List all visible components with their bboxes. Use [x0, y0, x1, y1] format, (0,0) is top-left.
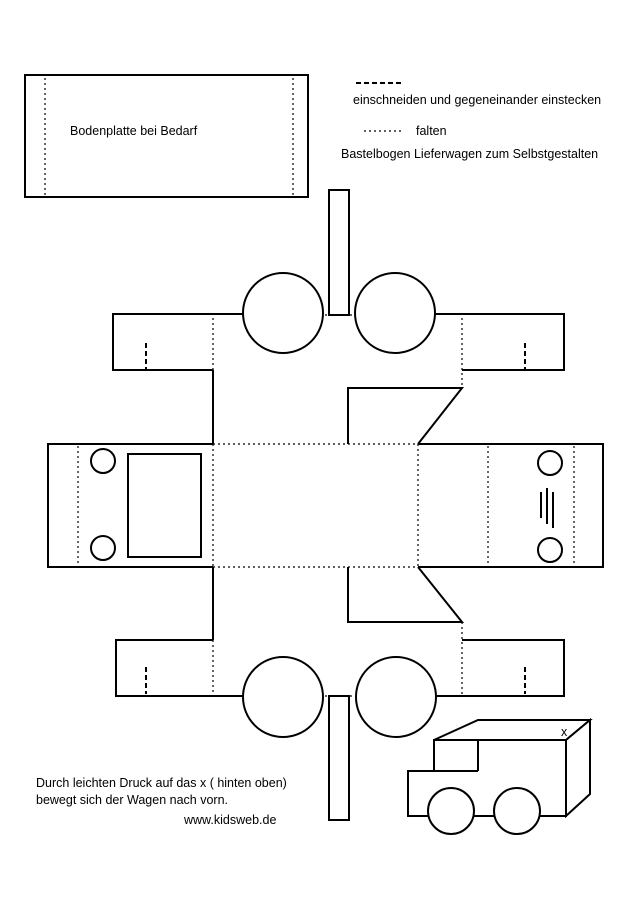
bottom-axle-strip	[328, 695, 350, 821]
press-mark: x	[561, 725, 568, 739]
top-axle-strip	[328, 189, 350, 316]
template-title: Bastelbogen Lieferwagen zum Selbstgestal…	[341, 147, 598, 161]
bottom-right-flap-outline	[435, 639, 565, 697]
fold-legend-text: falten	[416, 124, 447, 138]
legend: einschneiden und gegeneinander einstecke…	[341, 82, 601, 161]
top-left-flap-outline	[112, 313, 243, 371]
base-plate-outline	[24, 74, 309, 198]
wheel-bottom-right	[355, 656, 437, 738]
windshield	[127, 453, 202, 558]
cut-legend-text: einschneiden und gegeneinander einstecke…	[353, 93, 601, 107]
taillight-top	[537, 450, 563, 476]
van-side	[565, 717, 591, 819]
bottom-wheel-assembly	[242, 656, 437, 821]
taillight-bottom	[537, 537, 563, 563]
van-rear-wheel	[493, 787, 541, 835]
lower-roof-flap	[347, 566, 465, 623]
wheel-top-left	[242, 272, 324, 354]
top-side-flaps	[112, 313, 565, 444]
instruction-line-2: bewegt sich der Wagen nach vorn.	[36, 793, 228, 807]
wheel-top-right	[354, 272, 436, 354]
top-wheel-assembly	[242, 189, 436, 354]
headlight-top	[90, 448, 116, 474]
base-plate-label: Bodenplatte bei Bedarf	[70, 124, 198, 138]
top-right-flap-outline	[435, 313, 565, 371]
assembled-van-preview: x	[407, 717, 593, 835]
body-strip	[47, 443, 604, 568]
website-link[interactable]: www.kidsweb.de	[183, 813, 276, 827]
upper-roof-flap	[347, 387, 465, 445]
headlight-bottom	[90, 535, 116, 561]
body-left-outline	[47, 443, 213, 568]
instruction-line-1: Durch leichten Druck auf das x ( hinten …	[36, 776, 287, 790]
body-right-outline	[418, 443, 604, 568]
van-front-wheel	[427, 787, 475, 835]
bottom-side-flaps	[115, 567, 565, 697]
bottom-left-flap-outline	[115, 639, 243, 697]
wheel-bottom-left	[242, 656, 324, 738]
instructions: Durch leichten Druck auf das x ( hinten …	[36, 776, 287, 827]
base-plate: Bodenplatte bei Bedarf	[24, 74, 309, 198]
